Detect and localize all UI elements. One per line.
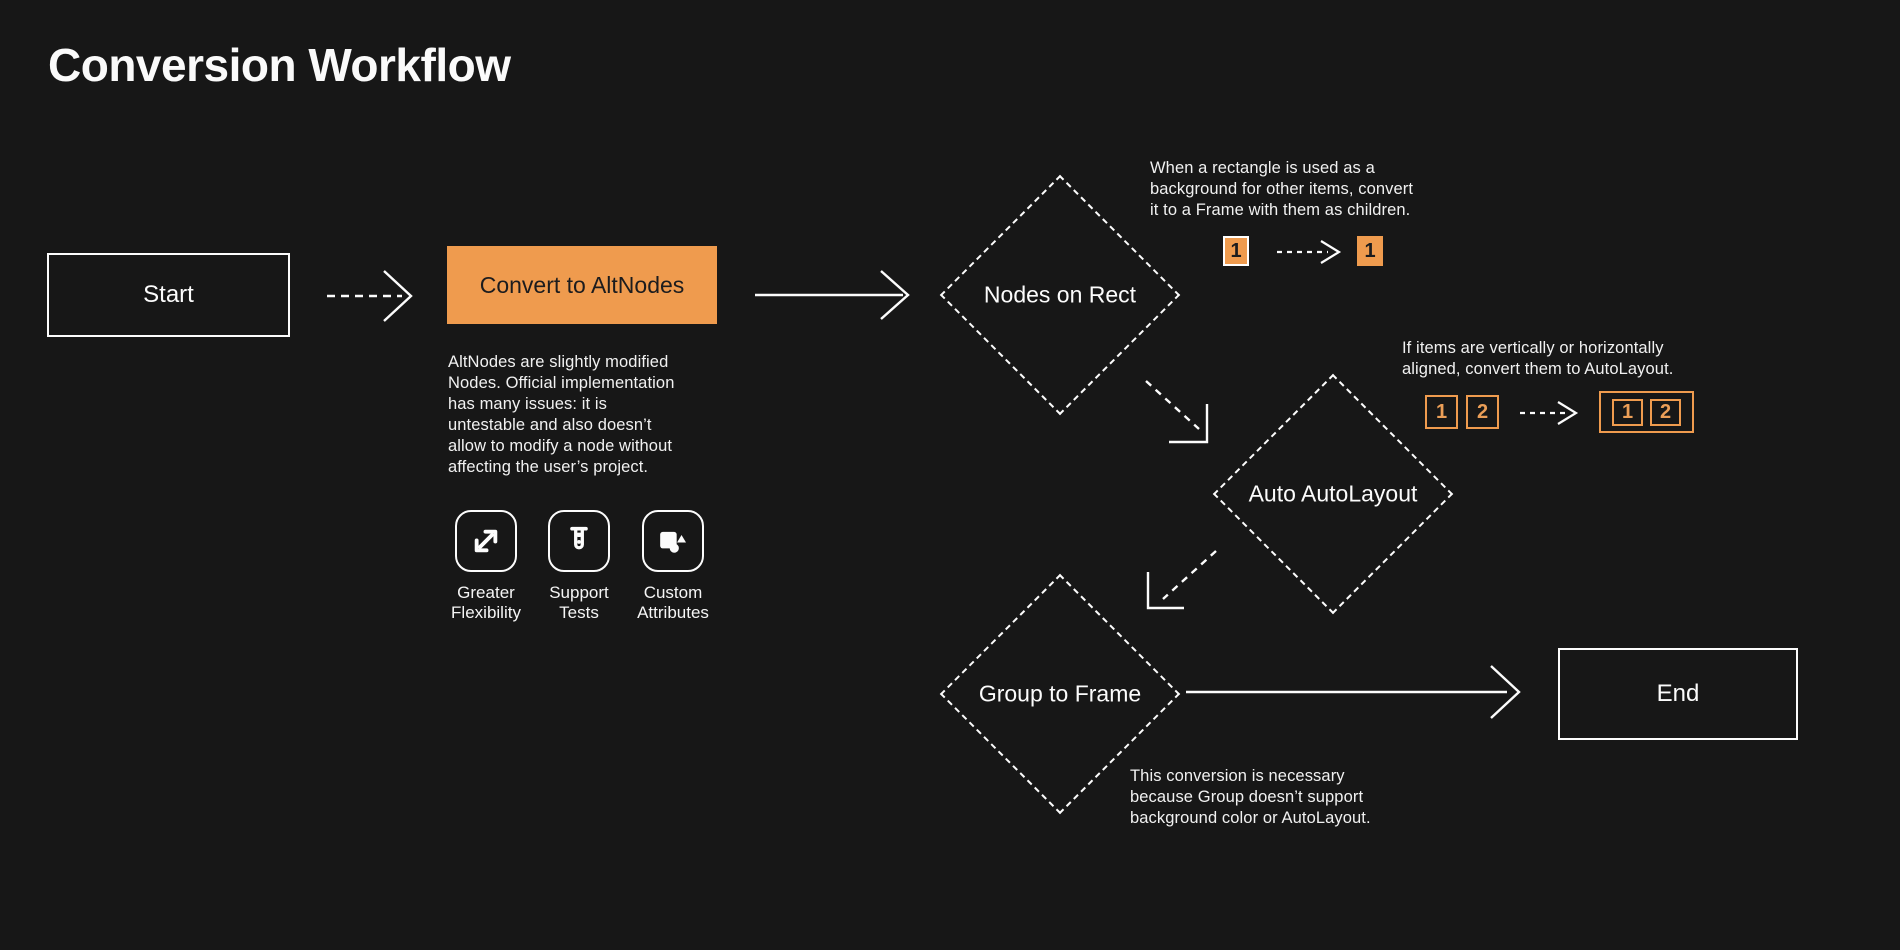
end-node: End	[1558, 648, 1798, 740]
benefit-greater-flexibility: Greater Flexibility	[436, 510, 536, 623]
convert-to-altnodes-label: Convert to AltNodes	[479, 271, 685, 298]
rect-example-before-square: 1	[1223, 236, 1249, 266]
benefit-label: Greater Flexibility	[451, 583, 521, 622]
arrow-rect-example	[1277, 241, 1339, 263]
test-tube-icon	[548, 510, 610, 572]
arrow-group-to-frame-to-end	[1186, 666, 1519, 718]
start-node: Start	[47, 253, 290, 337]
benefit-label: Support Tests	[549, 583, 609, 622]
nodes-on-rect-note: When a rectangle is used as a background…	[1150, 159, 1414, 219]
expand-icon	[455, 510, 517, 572]
autolayout-example-group: 1 2	[1599, 391, 1694, 433]
autolayout-example-item-1: 1	[1425, 395, 1458, 429]
altnodes-description: AltNodes are slightly modified Nodes. Of…	[448, 353, 675, 476]
page-title: Conversion Workflow	[48, 39, 511, 91]
convert-to-altnodes-node: Convert to AltNodes	[447, 246, 717, 324]
group-to-frame-note: This conversion is necessary because Gro…	[1130, 767, 1371, 827]
arrow-auto-autolayout-to-group-to-frame	[1148, 551, 1216, 608]
autolayout-example-item-2: 2	[1466, 395, 1499, 429]
shapes-icon	[642, 510, 704, 572]
benefit-custom-attributes: Custom Attributes	[623, 510, 723, 623]
autolayout-example-grouped-item-1: 1	[1612, 398, 1643, 426]
rect-example-after-square: 1	[1357, 236, 1383, 266]
autolayout-example-grouped-item-2: 2	[1650, 398, 1681, 426]
benefit-label: Custom Attributes	[637, 583, 709, 622]
auto-autolayout-label: Auto AutoLayout	[1248, 480, 1418, 507]
nodes-on-rect-label: Nodes on Rect	[983, 281, 1137, 308]
arrow-nodes-on-rect-to-auto-autolayout	[1146, 381, 1207, 442]
group-to-frame-label: Group to Frame	[978, 680, 1142, 707]
benefit-support-tests: Support Tests	[529, 510, 629, 623]
arrow-convert-to-nodes-on-rect	[755, 271, 908, 319]
auto-autolayout-note: If items are vertically or horizontally …	[1402, 339, 1674, 378]
end-node-label: End	[1656, 680, 1700, 707]
arrow-start-to-convert	[327, 271, 411, 321]
arrow-autolayout-example	[1520, 402, 1576, 424]
start-node-label: Start	[143, 281, 194, 308]
